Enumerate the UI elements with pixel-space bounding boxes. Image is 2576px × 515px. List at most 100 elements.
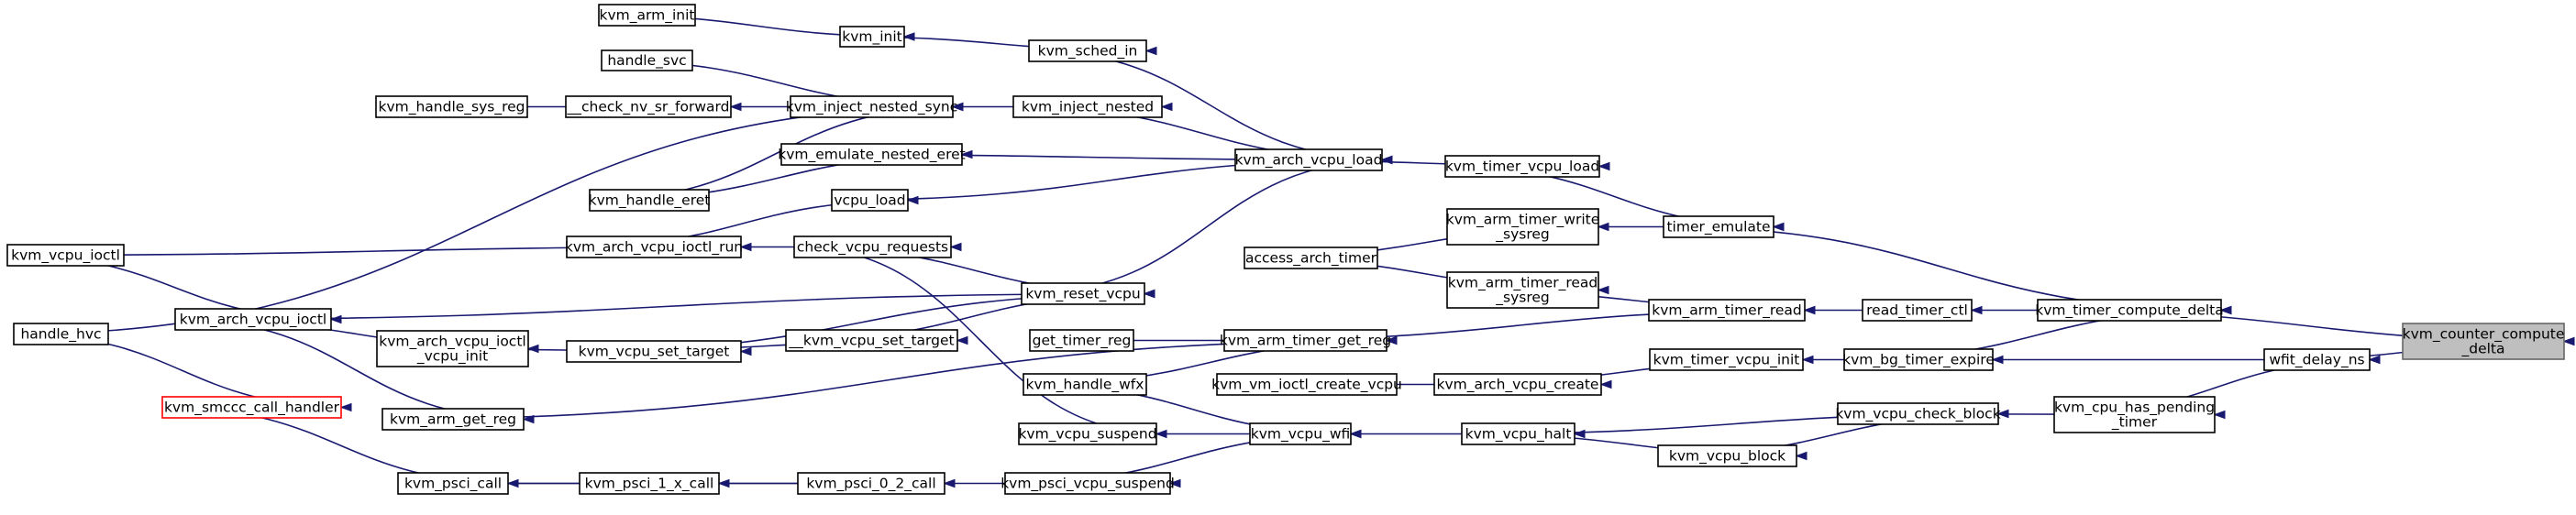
node-wfit_delay_ns[interactable]: wfit_delay_ns	[2263, 348, 2371, 371]
node-kvm_psci_1_x_call[interactable]: kvm_psci_1_x_call	[579, 472, 720, 495]
node-box[interactable]	[161, 396, 342, 419]
node-kvm_handle_eret[interactable]: kvm_handle_eret	[589, 189, 711, 212]
node-box[interactable]	[2037, 299, 2222, 322]
node-kvm_vcpu_wfi[interactable]: kvm_vcpu_wfi	[1249, 422, 1352, 445]
node-box[interactable]	[797, 472, 945, 495]
node-__kvm_vcpu_set_target[interactable]: __kvm_vcpu_set_target	[785, 329, 958, 352]
node-box[interactable]	[1021, 282, 1145, 305]
node-box[interactable]	[1029, 329, 1134, 352]
node-kvm_cpu_has_pending_timer[interactable]: kvm_cpu_has_pending_timer	[2053, 396, 2216, 433]
node-box[interactable]	[1433, 373, 1602, 396]
node-box[interactable]	[1216, 373, 1398, 396]
node-check_vcpu_requests[interactable]: check_vcpu_requests	[793, 236, 952, 258]
node-box[interactable]	[6, 244, 125, 267]
node-box[interactable]	[13, 323, 109, 345]
node-kvm_counter_compute_delta[interactable]: kvm_counter_compute_delta	[2402, 323, 2565, 360]
node-kvm_arch_vcpu_ioctl_vcpu_init[interactable]: kvm_arch_vcpu_ioctl_vcpu_init	[376, 330, 529, 367]
node-kvm_handle_sys_reg[interactable]: kvm_handle_sys_reg	[375, 95, 528, 118]
node-get_timer_reg[interactable]: get_timer_reg	[1029, 329, 1134, 352]
node-kvm_reset_vcpu[interactable]: kvm_reset_vcpu	[1021, 282, 1145, 305]
node-kvm_psci_vcpu_suspend[interactable]: kvm_psci_vcpu_suspend	[1001, 472, 1175, 495]
node-kvm_arm_init[interactable]: kvm_arm_init	[598, 4, 696, 27]
node-box[interactable]	[566, 340, 742, 363]
node-kvm_vm_ioctl_create_vcpu[interactable]: kvm_vm_ioctl_create_vcpu	[1211, 373, 1402, 396]
node-box[interactable]	[1444, 155, 1600, 178]
node-box[interactable]	[601, 49, 693, 71]
node-handle_svc[interactable]: handle_svc	[601, 49, 693, 71]
node-kvm_arch_vcpu_create[interactable]: kvm_arch_vcpu_create	[1433, 373, 1602, 396]
node-kvm_vcpu_halt[interactable]: kvm_vcpu_halt	[1461, 422, 1575, 445]
node-box[interactable]	[397, 472, 509, 495]
node-timer_emulate[interactable]: timer_emulate	[1663, 215, 1774, 238]
node-check_nv_sr_forward[interactable]: __check_nv_sr_forward	[565, 95, 732, 118]
node-box[interactable]	[565, 95, 732, 118]
node-kvm_arm_timer_write_sysreg[interactable]: kvm_arm_timer_write_sysreg	[1446, 208, 1600, 246]
node-box[interactable]	[1249, 422, 1352, 445]
node-box[interactable]	[1446, 271, 1599, 309]
node-box[interactable]	[381, 408, 525, 431]
node-box[interactable]	[793, 236, 952, 258]
node-box[interactable]	[1244, 247, 1378, 269]
node-box[interactable]	[1028, 39, 1147, 62]
node-kvm_timer_compute_delta[interactable]: kvm_timer_compute_delta	[2035, 299, 2224, 322]
node-box[interactable]	[1004, 472, 1171, 495]
node-kvm_vcpu_suspend[interactable]: kvm_vcpu_suspend	[1018, 422, 1157, 445]
node-kvm_handle_wfx[interactable]: kvm_handle_wfx	[1023, 373, 1147, 396]
node-box[interactable]	[376, 330, 529, 367]
node-kvm_arm_get_reg[interactable]: kvm_arm_get_reg	[381, 408, 525, 431]
node-box[interactable]	[1461, 422, 1575, 445]
node-kvm_psci_0_2_call[interactable]: kvm_psci_0_2_call	[797, 472, 945, 495]
node-box[interactable]	[1648, 299, 1806, 322]
node-box[interactable]	[589, 189, 710, 212]
node-box[interactable]	[1843, 348, 1994, 371]
node-box[interactable]	[1023, 373, 1147, 396]
node-kvm_arm_timer_read[interactable]: kvm_arm_timer_read	[1648, 299, 1806, 322]
node-box[interactable]	[1018, 422, 1157, 445]
node-kvm_vcpu_set_target[interactable]: kvm_vcpu_set_target	[566, 340, 742, 363]
node-box[interactable]	[790, 95, 954, 118]
node-read_timer_ctl[interactable]: read_timer_ctl	[1862, 299, 1973, 322]
node-kvm_arm_timer_read_sysreg[interactable]: kvm_arm_timer_read_sysreg	[1446, 271, 1599, 309]
node-kvm_inject_nested_sync[interactable]: kvm_inject_nested_sync	[786, 95, 958, 118]
node-kvm_arch_vcpu_ioctl_run[interactable]: kvm_arch_vcpu_ioctl_run	[565, 236, 743, 258]
node-vcpu_load[interactable]: vcpu_load	[831, 189, 909, 212]
node-box[interactable]	[2402, 323, 2565, 360]
node-box[interactable]	[598, 4, 696, 27]
node-handle_hvc[interactable]: handle_hvc	[13, 323, 109, 345]
node-box[interactable]	[2263, 348, 2371, 371]
node-box[interactable]	[780, 143, 963, 166]
node-box[interactable]	[839, 26, 905, 48]
node-box[interactable]	[785, 329, 958, 352]
node-box[interactable]	[831, 189, 909, 212]
node-kvm_psci_call[interactable]: kvm_psci_call	[397, 472, 509, 495]
node-box[interactable]	[1223, 329, 1388, 352]
node-box[interactable]	[1012, 95, 1163, 118]
node-box[interactable]	[1234, 148, 1383, 171]
node-kvm_inject_nested[interactable]: kvm_inject_nested	[1012, 95, 1163, 118]
node-kvm_bg_timer_expire[interactable]: kvm_bg_timer_expire	[1842, 348, 1995, 371]
node-box[interactable]	[1663, 215, 1774, 238]
node-box[interactable]	[566, 236, 742, 258]
node-kvm_vcpu_block[interactable]: kvm_vcpu_block	[1657, 444, 1797, 467]
node-box[interactable]	[1837, 402, 1999, 425]
node-kvm_smccc_call_handler[interactable]: kvm_smccc_call_handler	[161, 396, 342, 419]
node-box[interactable]	[1657, 444, 1797, 467]
node-access_arch_timer[interactable]: access_arch_timer	[1244, 247, 1378, 269]
node-box[interactable]	[375, 95, 528, 118]
node-kvm_arch_vcpu_ioctl[interactable]: kvm_arch_vcpu_ioctl	[174, 308, 332, 331]
node-kvm_timer_vcpu_init[interactable]: kvm_timer_vcpu_init	[1649, 348, 1804, 371]
node-kvm_arch_vcpu_load[interactable]: kvm_arch_vcpu_load	[1234, 148, 1383, 171]
node-kvm_vcpu_ioctl[interactable]: kvm_vcpu_ioctl	[6, 244, 125, 267]
node-box[interactable]	[1862, 299, 1973, 322]
node-box[interactable]	[579, 472, 720, 495]
node-kvm_emulate_nested_eret[interactable]: kvm_emulate_nested_eret	[778, 143, 966, 166]
node-box[interactable]	[174, 308, 332, 331]
node-box[interactable]	[1649, 348, 1804, 371]
node-box[interactable]	[1446, 208, 1599, 246]
node-kvm_arm_timer_get_reg[interactable]: kvm_arm_timer_get_reg	[1220, 329, 1391, 352]
node-kvm_timer_vcpu_load[interactable]: kvm_timer_vcpu_load	[1444, 155, 1600, 178]
node-box[interactable]	[2053, 396, 2216, 433]
node-kvm_vcpu_check_block[interactable]: kvm_vcpu_check_block	[1835, 402, 2001, 425]
node-kvm_sched_in[interactable]: kvm_sched_in	[1028, 39, 1147, 62]
node-kvm_init[interactable]: kvm_init	[839, 26, 905, 48]
